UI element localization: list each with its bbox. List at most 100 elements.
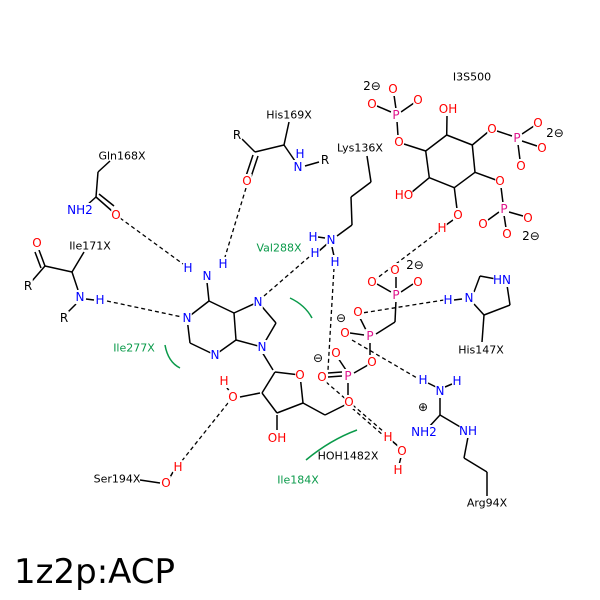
page-title: 1z2p:ACP bbox=[14, 552, 176, 592]
atom-label: OH bbox=[268, 431, 286, 445]
hydrogen-bond-line bbox=[351, 339, 418, 379]
atom-label-background bbox=[111, 208, 121, 222]
atom-label: NH2 bbox=[67, 203, 93, 217]
bond-line bbox=[44, 265, 73, 273]
atom-label: HN bbox=[493, 273, 511, 287]
atom-label-background bbox=[32, 236, 42, 250]
atom-label-background bbox=[326, 233, 336, 247]
bond-line bbox=[446, 134, 473, 146]
charge-label: ⊖ bbox=[313, 351, 323, 365]
atom-label: OH bbox=[439, 102, 457, 116]
atom-label-background bbox=[210, 348, 220, 362]
residue-label-ser194: Ser194X bbox=[94, 473, 141, 486]
atom-label-background bbox=[495, 174, 505, 188]
atom-label: O bbox=[413, 275, 422, 289]
bond-line bbox=[233, 312, 237, 341]
bond-line bbox=[463, 457, 488, 473]
atom-label: O bbox=[478, 217, 487, 231]
bond-line bbox=[471, 131, 489, 146]
atom-label-background bbox=[367, 97, 377, 111]
atom-label: N bbox=[76, 290, 85, 304]
residue-label-ile171: Ile171X bbox=[69, 240, 111, 253]
atom-label: O bbox=[390, 263, 399, 277]
bond-line bbox=[95, 196, 113, 212]
bond-line bbox=[427, 382, 437, 388]
bond-line bbox=[500, 186, 504, 204]
atom-label-background bbox=[383, 430, 393, 444]
residue-label-lys136: Lys136X bbox=[337, 142, 383, 155]
bond-line bbox=[487, 211, 500, 221]
atom-label-background bbox=[413, 93, 423, 107]
bond-line bbox=[474, 171, 497, 181]
atom-label-background bbox=[502, 227, 512, 241]
bond-line bbox=[376, 105, 392, 113]
atom-label-background bbox=[253, 295, 263, 309]
residue-labels: I3S500 His169X Gln168X Lys136X Ile171X H… bbox=[69, 71, 507, 510]
atom-label-background bbox=[320, 153, 330, 167]
hydrogen-bond-line bbox=[361, 299, 445, 314]
atom-label-background bbox=[367, 275, 377, 289]
atom-label-background bbox=[435, 384, 445, 398]
atom-label: NH bbox=[459, 424, 477, 438]
bond-line bbox=[276, 402, 304, 414]
bond-line bbox=[336, 224, 353, 237]
residue-label-hoh1482: HOH1482X bbox=[318, 450, 379, 463]
atom-label-background bbox=[437, 221, 447, 235]
atom-label-background bbox=[533, 116, 543, 130]
atom-label: O bbox=[533, 116, 542, 130]
bond-line bbox=[508, 211, 524, 217]
hydrogen-bond-line bbox=[224, 187, 247, 258]
hydrogen-bonds bbox=[106, 187, 445, 463]
atom-label: O bbox=[344, 395, 353, 409]
atom-label-background bbox=[367, 355, 377, 369]
atom-label: H bbox=[219, 374, 228, 388]
hydrogen-bond-line bbox=[351, 407, 385, 437]
atom-label: O bbox=[487, 122, 496, 136]
bond-line bbox=[366, 155, 372, 183]
atom-label-background bbox=[391, 108, 401, 122]
atom-label: H bbox=[95, 293, 104, 307]
bond-line bbox=[521, 140, 538, 147]
bond-line bbox=[463, 436, 469, 459]
atom-label: O bbox=[331, 346, 340, 360]
bond-line bbox=[206, 281, 210, 302]
atom-label-background bbox=[331, 346, 341, 360]
atom-label: R bbox=[233, 128, 241, 142]
atom-label-background bbox=[268, 431, 286, 445]
hydrophobic-label-ile277: Ile277X bbox=[113, 342, 155, 355]
bond-line bbox=[71, 271, 79, 291]
atom-label: O bbox=[111, 208, 120, 222]
atom-label: R bbox=[60, 311, 68, 325]
atom-label: N bbox=[254, 295, 263, 309]
bond-line bbox=[261, 371, 276, 394]
atom-label-background bbox=[202, 269, 212, 283]
bond-line bbox=[403, 143, 426, 152]
atom-label: O bbox=[397, 444, 406, 458]
atom-label: O bbox=[495, 174, 504, 188]
atom-label-background bbox=[317, 370, 327, 384]
bond-line bbox=[391, 440, 399, 447]
bond-line bbox=[471, 144, 476, 173]
hydrogen-bond-line bbox=[180, 402, 229, 463]
atom-label: O bbox=[367, 97, 376, 111]
atom-label-background bbox=[443, 293, 453, 307]
residue-label-gln168: Gln168X bbox=[98, 150, 146, 163]
bond-line bbox=[34, 251, 42, 269]
atom-label: P bbox=[366, 329, 373, 343]
atom-label-background bbox=[257, 340, 267, 354]
atom-label-background bbox=[343, 369, 353, 383]
atom-label: P bbox=[513, 131, 520, 145]
charge-label: ⊕ bbox=[418, 400, 428, 414]
ligand-label-inositol: I3S500 bbox=[453, 71, 491, 84]
hydrogen-bond-line bbox=[106, 300, 183, 318]
atom-label-background bbox=[464, 291, 474, 305]
bond-line bbox=[453, 187, 458, 210]
atom-label-background bbox=[232, 128, 242, 142]
atom-label: H bbox=[418, 373, 427, 387]
atom-label-background bbox=[365, 329, 375, 343]
atom-label: H bbox=[308, 230, 317, 244]
atom-label-background bbox=[394, 135, 404, 149]
bond-line bbox=[375, 321, 396, 335]
bond-line bbox=[239, 392, 261, 398]
